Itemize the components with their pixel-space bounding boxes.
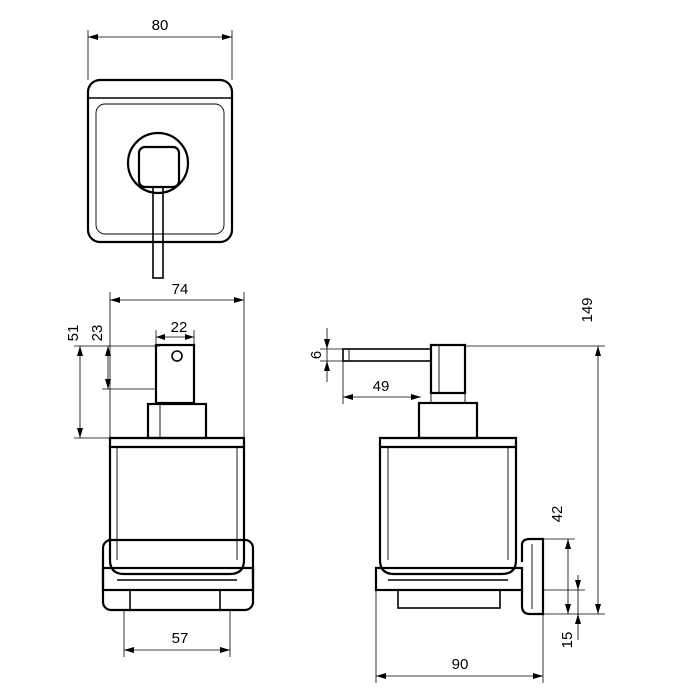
top-view: 80 xyxy=(86,17,234,279)
side-holder-foot xyxy=(397,589,501,609)
arrow-front-total-bottom xyxy=(77,428,83,438)
arrow-nozzle-length-left xyxy=(343,394,353,400)
front-bottle-lip xyxy=(108,436,246,447)
arrow-pump-height-top xyxy=(105,346,111,356)
front-bottle-inner xyxy=(116,447,238,560)
front-holder-foot xyxy=(129,589,221,611)
front-view: 74 22 51 23 57 xyxy=(65,281,255,657)
dim-label-depth: 90 xyxy=(452,656,469,673)
dim-label-total-height: 149 xyxy=(579,297,596,322)
arrow-base-right xyxy=(220,647,230,653)
dim-label-bracket-height: 42 xyxy=(549,506,566,523)
dim-label-nozzle-length: 49 xyxy=(373,378,390,395)
top-view-pump-circle xyxy=(126,131,190,195)
dim-label-front-base: 57 xyxy=(172,630,189,647)
arrow-front-total-top xyxy=(77,346,83,356)
arrow-base-left xyxy=(124,647,134,653)
arrow-pump-width-right xyxy=(185,334,194,340)
side-view: 6 49 149 42 15 90 xyxy=(308,297,605,683)
arrow-total-top xyxy=(595,346,601,356)
arrow-top-width-right xyxy=(222,34,232,40)
arrow-bracket-top xyxy=(565,539,571,549)
dim-label-top-width: 80 xyxy=(152,17,169,34)
front-pump-collar xyxy=(146,402,208,440)
front-pump-head xyxy=(154,343,196,405)
top-view-plate-outer xyxy=(86,78,234,244)
arrow-nozzle-length-right xyxy=(411,394,421,400)
top-view-nozzle xyxy=(152,186,164,279)
arrow-nozzle-bottom xyxy=(324,361,330,371)
arrow-depth-right xyxy=(533,673,543,679)
dim-label-pump-width: 22 xyxy=(171,319,188,336)
arrow-bracket-bottom xyxy=(565,604,571,614)
front-bottle-body xyxy=(108,445,246,576)
arrow-total-bottom xyxy=(595,604,601,614)
arrow-top-width-left xyxy=(88,34,98,40)
dim-label-front-total-height: 51 xyxy=(65,325,82,342)
front-holder-ring xyxy=(101,566,255,592)
arrow-depth-left xyxy=(376,673,386,679)
side-bottle-body xyxy=(378,445,518,576)
arrow-offset-top xyxy=(575,580,581,590)
side-bottle-lip xyxy=(378,436,518,447)
dim-label-bracket-offset: 15 xyxy=(559,632,576,649)
dim-label-nozzle-height: 6 xyxy=(308,351,325,359)
side-holder-ring xyxy=(374,566,524,592)
top-view-pump-head xyxy=(137,145,181,189)
side-pump-head xyxy=(429,343,467,395)
arrow-offset-bottom xyxy=(575,614,581,624)
side-wall-bracket xyxy=(520,537,545,616)
arrow-front-width-left xyxy=(110,297,120,303)
top-view-plate-inner xyxy=(95,103,225,235)
front-pump-hole xyxy=(171,350,183,362)
arrow-pump-width-left xyxy=(156,334,165,340)
dim-label-pump-height: 23 xyxy=(89,325,106,342)
arrow-front-width-right xyxy=(234,297,244,303)
side-bottle-inner xyxy=(387,447,509,560)
side-nozzle xyxy=(342,348,432,362)
arrow-nozzle-top xyxy=(324,339,330,349)
side-pump-collar xyxy=(417,401,479,440)
arrow-pump-height-bottom xyxy=(105,379,111,389)
dim-label-front-width: 74 xyxy=(172,281,189,298)
